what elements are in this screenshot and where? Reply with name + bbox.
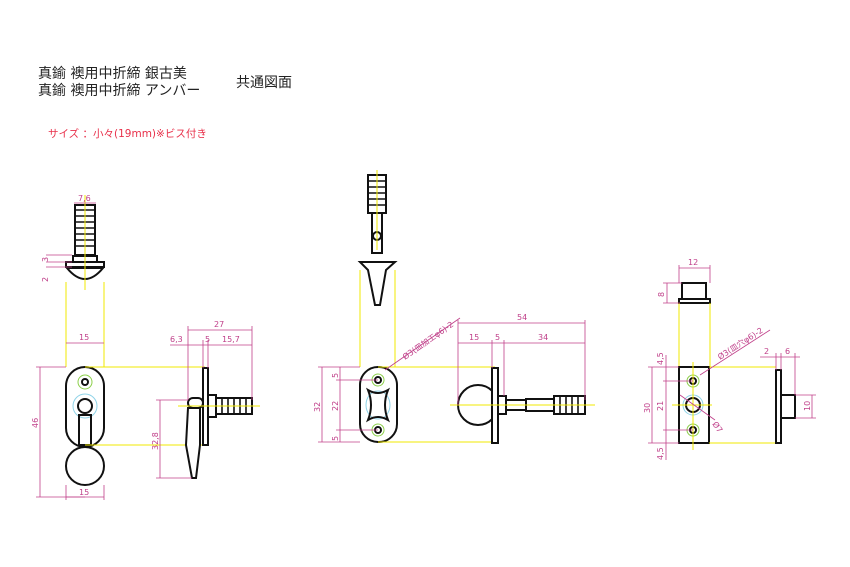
dim-boss-10: 10 — [803, 401, 812, 411]
dim-ball: 15 — [469, 333, 479, 342]
view-1-drawing — [36, 195, 260, 500]
title-line-1: 真鍮 襖用中折締 銀古美 — [38, 66, 187, 82]
dim-cap-8: 8 — [657, 292, 666, 297]
view-2-drawing — [318, 170, 595, 444]
dim-plate-2: 2 — [764, 347, 769, 356]
view-3-drawing — [648, 265, 816, 460]
common-drawing-label: 共通図面 — [236, 75, 292, 91]
dim-washer: 3 — [41, 257, 50, 262]
dim-screw-dia: 7,6 — [78, 194, 91, 203]
hole-note-3: Ø3(皿穴φ6)-2 — [716, 325, 765, 362]
title-line-2: 真鍮 襖用中折締 アンバー — [38, 83, 201, 99]
dim-plate: 5 — [205, 335, 210, 344]
dim-pitch-21: 21 — [656, 401, 665, 411]
dim-cap: 2 — [41, 277, 50, 282]
dim-height: 46 — [31, 418, 40, 428]
dim-height-30: 30 — [643, 403, 652, 413]
dim-width-bottom: 15 — [79, 488, 89, 497]
hole-note: Ø3(皿加工φ6)-2 — [400, 319, 455, 362]
dim-total-54: 54 — [517, 313, 527, 322]
center-hole-dia: Ø7 — [710, 419, 725, 434]
dim-offset: 6,3 — [170, 335, 183, 344]
dim-boss-6: 6 — [785, 347, 790, 356]
dim-plate-5: 5 — [495, 333, 500, 342]
dim-bottom-4-5: 4,5 — [656, 447, 665, 460]
dim-thread: 15,7 — [222, 335, 240, 344]
size-note: サイズ ：小々(19mm)※ビス付き — [48, 128, 207, 140]
dim-height-32: 32 — [313, 402, 322, 412]
dim-lever: 32,8 — [151, 432, 160, 450]
dim-thread-34: 34 — [538, 333, 548, 342]
dim-pitch-22: 22 — [331, 401, 340, 411]
dim-hole-top: 5 — [331, 373, 340, 378]
dim-top-4-5: 4,5 — [656, 352, 665, 365]
dim-width-12: 12 — [688, 258, 698, 267]
dim-total: 27 — [214, 320, 224, 329]
dim-width-top: 15 — [79, 333, 89, 342]
dim-hole-bottom: 5 — [331, 436, 340, 441]
